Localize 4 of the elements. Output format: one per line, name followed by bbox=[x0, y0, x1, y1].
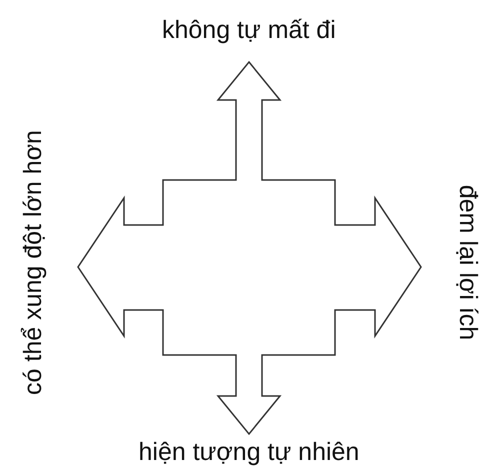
label-text: không tự mất đi bbox=[162, 18, 336, 42]
label-text: hiện tượng tự nhiên bbox=[138, 440, 360, 464]
label-text: đem lại lợi ích bbox=[454, 184, 480, 340]
label-text: có thể xung đột lớn hơn bbox=[20, 130, 46, 394]
